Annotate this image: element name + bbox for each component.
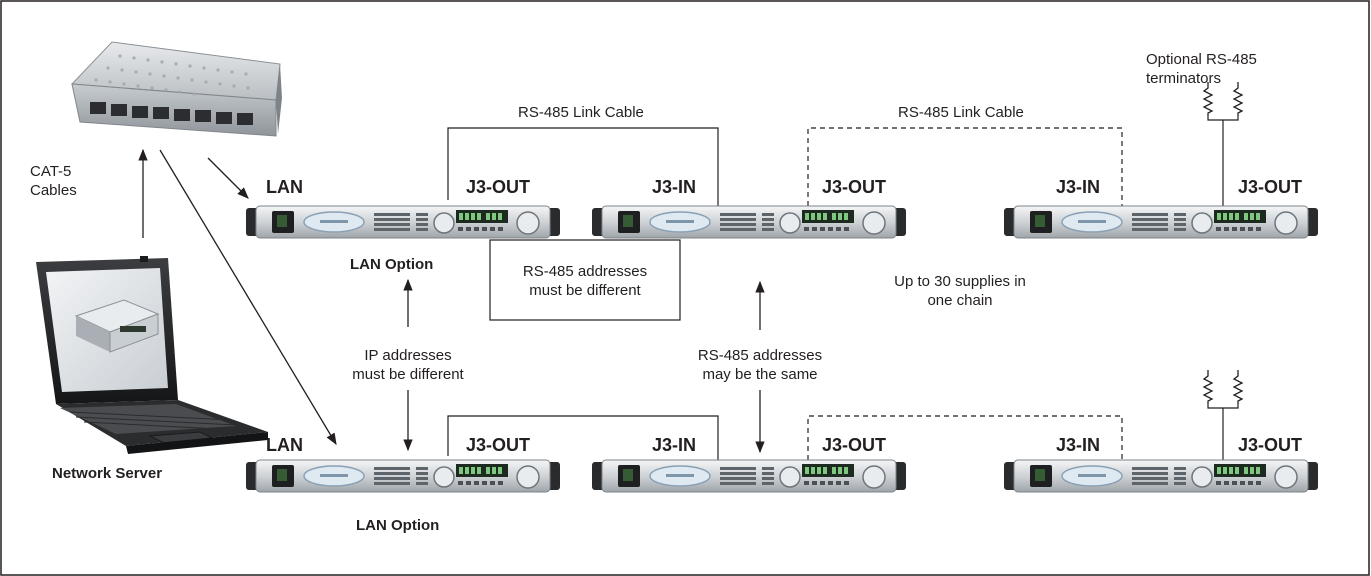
rs485-link-cable-top-2 xyxy=(807,127,1123,206)
cat5-line-1: CAT-5 xyxy=(30,163,72,180)
terminator-top xyxy=(1203,81,1243,206)
rs485-same-line-2: may be the same xyxy=(702,366,818,383)
rs485-link-cable-label-1: RS-485 Link Cable xyxy=(518,104,644,121)
rs485-different-line-1: RS-485 addresses xyxy=(522,263,648,280)
ip-different-line-1: IP addresses xyxy=(364,347,452,364)
ip-different-line-2: must be different xyxy=(352,366,464,383)
rs485-different-label: RS-485 addresses must be different xyxy=(490,262,680,300)
network-server-label: Network Server xyxy=(52,465,163,482)
terminators-line-1: Optional RS-485 xyxy=(1146,51,1257,68)
up-to-30-line-1: Up to 30 supplies in xyxy=(894,273,1026,290)
screen-psu-image xyxy=(74,299,160,353)
laptop xyxy=(36,256,268,454)
rs485-same-label: RS-485 addresses may be the same xyxy=(674,346,846,384)
port-label-top-1-left: LAN xyxy=(266,177,303,197)
lan-option-top-label: LAN Option xyxy=(350,256,434,273)
terminator-bottom xyxy=(1203,369,1243,460)
up-to-30-line-2: one chain xyxy=(927,292,993,309)
terminators-line-2: terminators xyxy=(1146,70,1222,87)
port-label-bottom-2-right: J3-OUT xyxy=(822,435,887,455)
port-label-top-2-right: J3-OUT xyxy=(822,177,887,197)
port-label-bottom-3-right: J3-OUT xyxy=(1238,435,1303,455)
rs485-link-cable-label-2: RS-485 Link Cable xyxy=(898,104,1024,121)
port-label-top-1-right: J3-OUT xyxy=(466,177,531,197)
port-label-bottom-1-left: LAN xyxy=(266,435,303,455)
port-label-top-3-left: J3-IN xyxy=(1056,177,1101,197)
port-label-bottom-3-left: J3-IN xyxy=(1056,435,1101,455)
lan-option-bottom-label: LAN Option xyxy=(356,517,440,534)
arrow-switch-to-bottom-psu xyxy=(159,149,337,446)
rs485-different-line-2: must be different xyxy=(529,282,641,299)
rs485-same-line-1: RS-485 addresses xyxy=(697,347,823,364)
rs485-link-cable-bottom-1 xyxy=(447,415,719,460)
optional-terminators-label: Optional RS-485 terminators xyxy=(1146,50,1257,88)
rs485-different-box xyxy=(489,239,681,321)
power-supply-bottom-1 xyxy=(245,459,561,493)
port-label-top-2-left: J3-IN xyxy=(652,177,697,197)
rs485-link-cable-bottom-2 xyxy=(807,415,1123,460)
cat5-line-2: Cables xyxy=(30,182,77,199)
up-to-30-label: Up to 30 supplies in one chain xyxy=(870,272,1050,310)
ip-different-label: IP addresses must be different xyxy=(326,346,490,384)
arrow-switch-to-top-psu xyxy=(207,157,249,199)
power-supply-bottom-3 xyxy=(1003,459,1319,493)
port-label-bottom-1-right: J3-OUT xyxy=(466,435,531,455)
port-label-top-3-right: J3-OUT xyxy=(1238,177,1303,197)
cat5-cables-label: CAT-5 Cables xyxy=(30,162,77,200)
power-supply-top-3 xyxy=(1003,205,1319,239)
power-supply-top-1 xyxy=(245,205,561,239)
rs485-link-cable-top-1 xyxy=(447,127,719,206)
power-supply-bottom-2 xyxy=(591,459,907,493)
network-switch xyxy=(70,41,282,137)
power-supply-top-2 xyxy=(591,205,907,239)
port-label-bottom-2-left: J3-IN xyxy=(652,435,697,455)
